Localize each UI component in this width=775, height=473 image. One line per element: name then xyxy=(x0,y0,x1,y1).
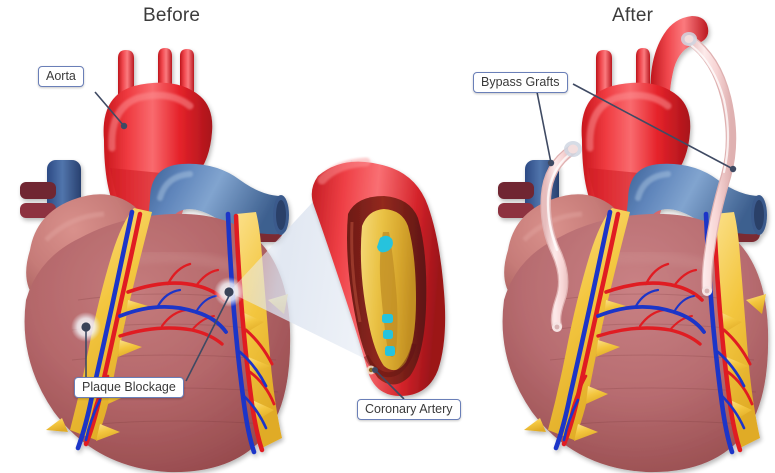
leader-bypass-right xyxy=(572,83,734,170)
magnified-artery xyxy=(311,157,446,396)
coronary-veins-left-heart xyxy=(75,209,268,455)
fat-groove-right-right-heart xyxy=(714,212,760,448)
callout-plaque-blockage[interactable]: Plaque Blockage xyxy=(74,377,184,398)
graft-distal-anastomoses xyxy=(552,286,712,332)
heart-before xyxy=(20,48,291,473)
callout-bypass-grafts[interactable]: Bypass Grafts xyxy=(473,72,568,93)
leader-coronary xyxy=(374,369,405,400)
blood-cells xyxy=(377,235,395,356)
leader-plaque-right xyxy=(185,295,230,382)
fat-groove-right-left-heart xyxy=(236,212,282,448)
leader-lines xyxy=(85,83,737,400)
callout-aorta[interactable]: Aorta xyxy=(38,66,84,87)
panel-title-before: Before xyxy=(143,5,201,26)
graft-proximal-anastomoses xyxy=(564,32,697,157)
callout-coronary-artery[interactable]: Coronary Artery xyxy=(357,399,461,420)
fat-feather-right-heart-left xyxy=(524,300,626,441)
blockage-markers xyxy=(71,277,244,342)
leader-aorta xyxy=(94,91,125,127)
bypass-grafts xyxy=(540,32,737,332)
fat-groove-anterior-right xyxy=(548,208,630,440)
panel-title-after: After xyxy=(612,5,654,26)
leader-bypass-left xyxy=(536,91,552,164)
coronary-arteries-right-heart xyxy=(561,211,754,453)
